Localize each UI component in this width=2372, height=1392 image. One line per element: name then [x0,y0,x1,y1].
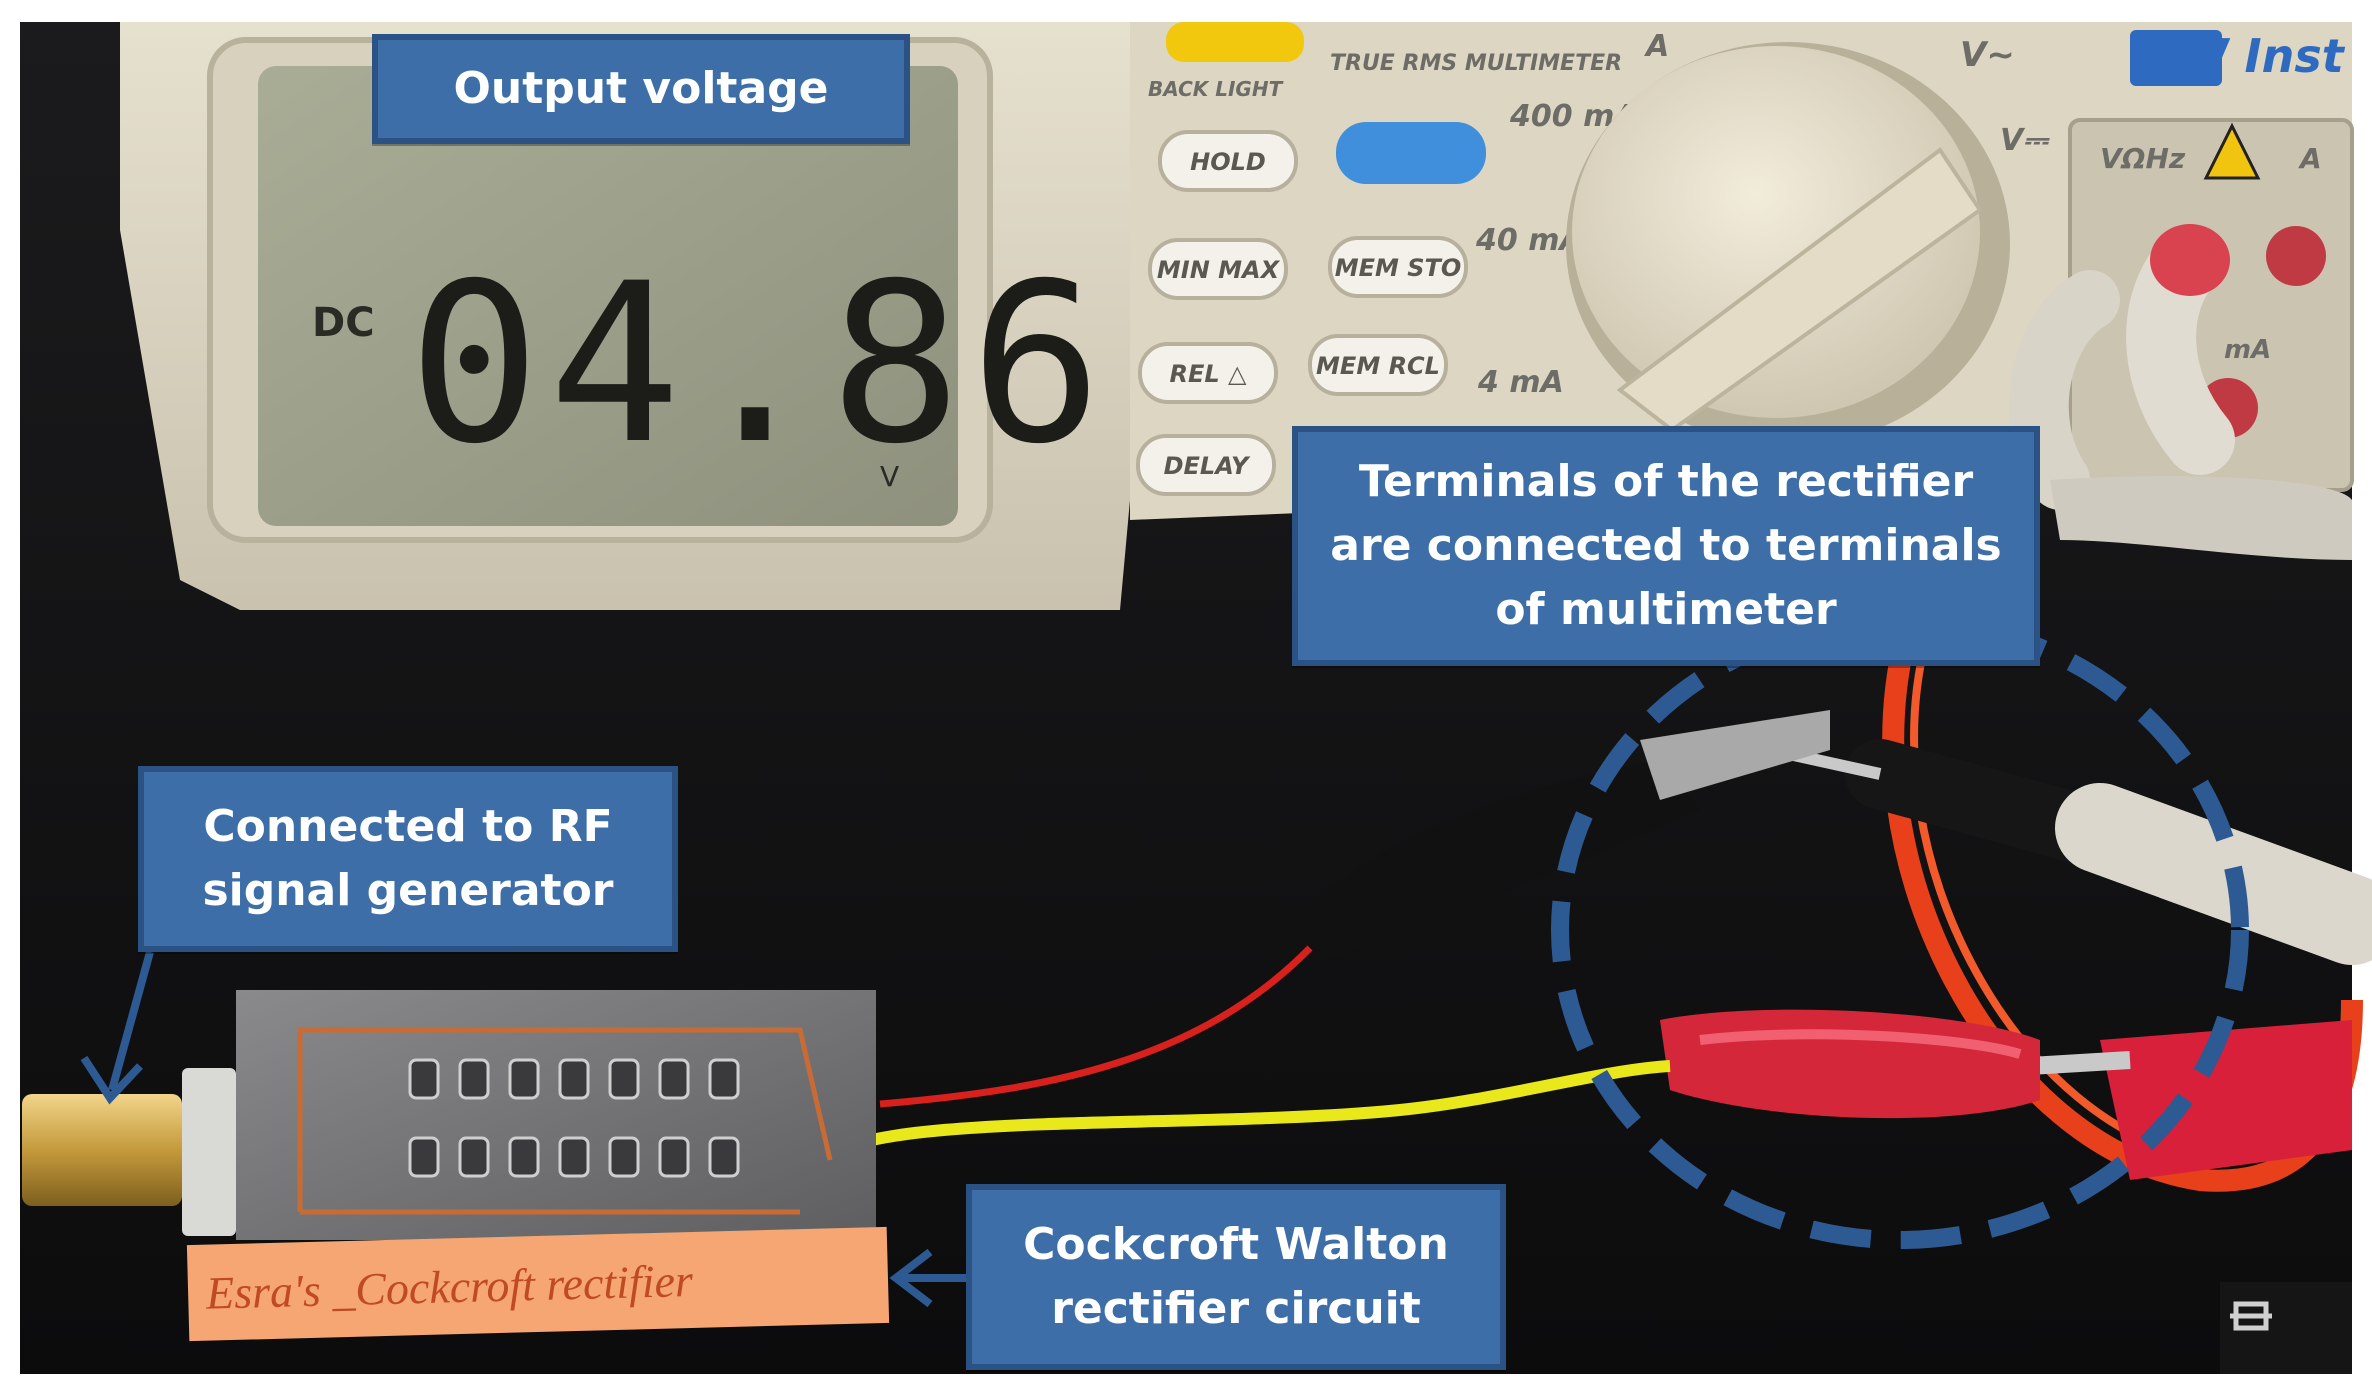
sma-connector [22,1068,236,1236]
jack-a [2266,226,2326,286]
jack-label-ma: mA [2224,335,2271,365]
arrow-rf [80,950,154,1105]
fullscreen-icon[interactable] [2230,1301,2272,1331]
callout-rf-line-2: signal generator [202,865,614,916]
jack-label-a: A [2298,142,2322,175]
meter-button-label: MIN MAX [1157,256,1281,284]
meter-button-label: HOLD [1190,148,1266,176]
meter-button-mem-sto: MEM STO [1328,236,1468,298]
rotary-dial [1566,42,2010,446]
dial-label-a: A [1644,29,1669,64]
callout-cockcroft-line-1: Cockcroft Walton [1023,1219,1449,1270]
dial-label-vac: V~ [1960,35,2015,75]
blue-button [1336,122,1486,184]
brand-label: GW Inst [2140,29,2346,83]
callout-cockcroft-line-2: rectifier circuit [1051,1283,1421,1334]
meter-button-hold: HOLD [1158,130,1298,192]
meter-button-label: MEM STO [1335,254,1462,282]
range-label: 4 mA [1477,365,1564,400]
lcd-display [258,66,958,526]
yellow-wire [816,1060,1671,1165]
meter-button-label: REL △ [1170,360,1248,388]
red-alligator-clip [1660,1009,2040,1119]
callout-terminals-line-1: Terminals of the rectifier [1358,456,1974,507]
red-wire [879,945,1313,1108]
callout-output-voltage-text: Output voltage [453,63,829,114]
meter-button-label: DELAY [1164,452,1251,480]
callout-terminals-line-2: are connected to terminals [1330,520,2002,571]
model-label: TRUE RMS MULTIMETER [1330,51,1622,76]
rectifier-pcb: Esra's _Cockcroft rectifier [186,990,890,1342]
callout-rf-line-1: Connected to RF [203,801,613,852]
jack-label-vohmhz: VΩHz [2100,142,2186,175]
lcd-unit-label: V [880,460,899,493]
dial-label-vdc: V⎓ [2000,123,2050,158]
meter-button-min-max: MIN MAX [1148,238,1288,300]
warning-icon [2203,122,2261,180]
callout-terminals: Terminals of the rectifier are connected… [1292,426,2040,666]
callout-rf-generator: Connected to RF signal generator [138,766,678,952]
range-label: 40 mA [1475,223,1583,258]
meter-button-mem-rcl: MEM RCL [1308,334,1448,396]
callout-terminals-line-3: of multimeter [1495,584,1837,635]
lcd-mode-label: DC [312,300,375,346]
callout-cockcroft-walton: Cockcroft Walton rectifier circuit [966,1184,1506,1370]
meter-button-delay: DELAY [1136,434,1276,496]
meter-button-rel: REL △ [1138,342,1278,404]
backlight-label: BACK LIGHT [1148,77,1284,101]
arrow-cockcroft [889,1248,966,1308]
lcd-reading: 04.86 [408,236,1110,492]
board-label-tape [186,1226,890,1342]
black-alligator-clip [1290,710,1830,960]
callout-output-voltage: Output voltage [372,34,910,144]
meter-button-label: MEM RCL [1316,352,1440,380]
probe-leads [1778,224,2372,1192]
